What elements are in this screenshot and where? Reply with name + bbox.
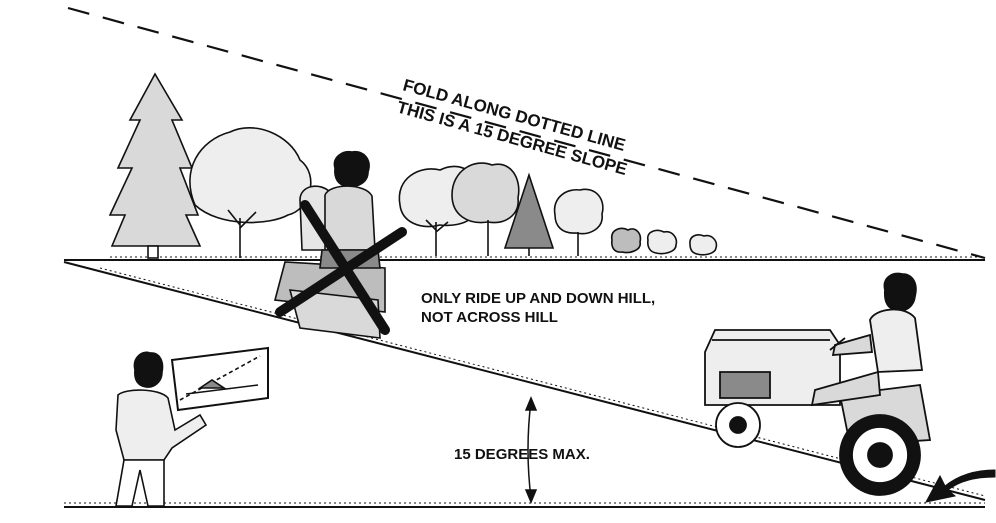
instruction-line-2: NOT ACROSS HILL <box>421 309 558 326</box>
horizon-ground <box>64 257 985 260</box>
conifer-tree <box>110 74 200 246</box>
flat-ground <box>64 503 985 507</box>
round-tree <box>555 189 603 233</box>
angle-label: 15 DEGREES MAX. <box>454 446 590 463</box>
shrub <box>612 228 641 252</box>
correct-uphill-tractor <box>705 274 930 495</box>
shrub <box>648 230 677 253</box>
round-tree <box>190 128 311 223</box>
shrub <box>690 235 716 255</box>
held-guide-card <box>172 348 268 410</box>
instruction-line-1: ONLY RIDE UP AND DOWN HILL, <box>421 290 655 307</box>
man-holding-guide <box>116 348 268 506</box>
direction-arrow <box>926 470 995 502</box>
round-tree <box>452 163 519 223</box>
